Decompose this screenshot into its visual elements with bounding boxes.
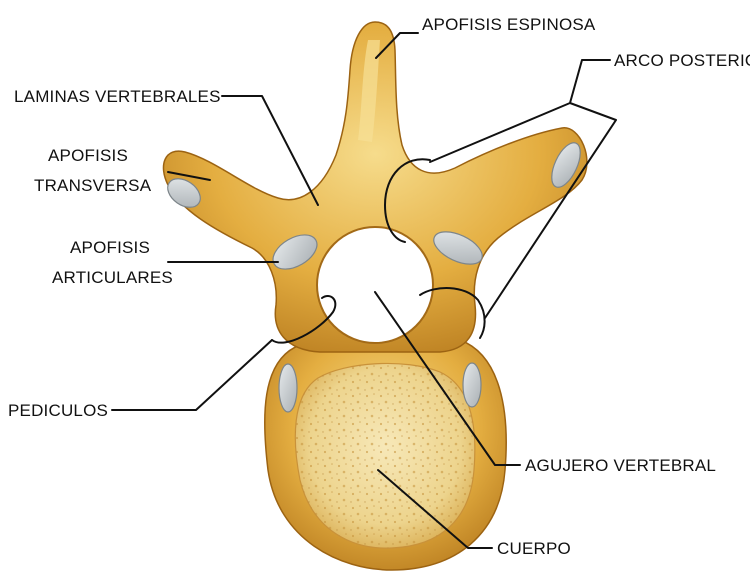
label-apofisis-espinosa: APOFISIS ESPINOSA — [422, 15, 596, 34]
leader-pediculos — [112, 340, 272, 410]
costal-facet-right — [463, 363, 481, 407]
vertebra-illustration — [162, 22, 587, 570]
label-agujero-vertebral: AGUJERO VERTEBRAL — [525, 456, 716, 475]
label-apofisis-transversa-line1: APOFISIS — [48, 146, 128, 165]
costal-facet-left — [279, 364, 297, 412]
label-pediculos: PEDICULOS — [8, 401, 108, 420]
label-apofisis-transversa-line2: TRANSVERSA — [34, 176, 152, 195]
label-apofisis-articulares-line2: ARTICULARES — [52, 268, 173, 287]
label-apofisis-articulares-line1: APOFISIS — [70, 238, 150, 257]
vertebral-foramen — [317, 227, 433, 343]
label-cuerpo: CUERPO — [497, 539, 571, 558]
label-laminas-vertebrales: LAMINAS VERTEBRALES — [14, 87, 221, 106]
vertebral-body-texture — [295, 363, 475, 548]
label-arco-posterior: ARCO POSTERIOR — [614, 51, 750, 70]
